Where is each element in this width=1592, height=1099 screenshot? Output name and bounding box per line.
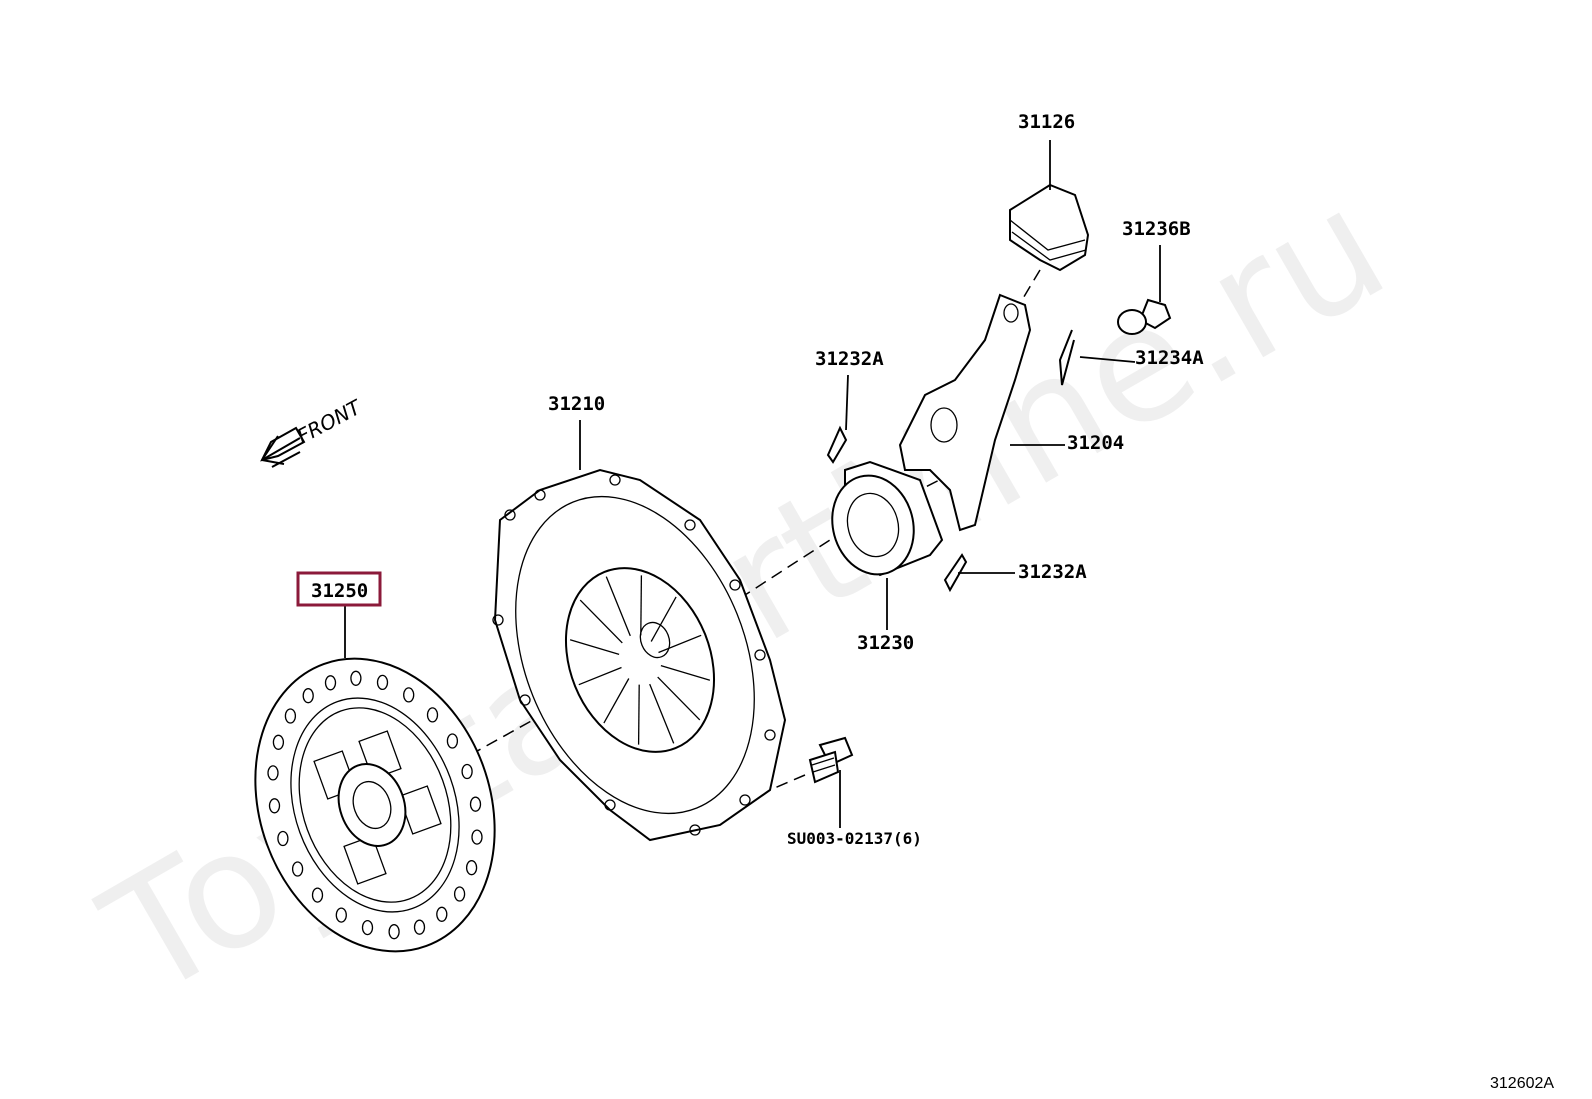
label-31232a-top[interactable]: 31232A xyxy=(815,348,884,370)
label-31250[interactable]: 31250 xyxy=(311,580,368,602)
front-direction-arrow: FRONT xyxy=(260,394,366,468)
clip-31232a-top[interactable] xyxy=(826,425,848,464)
label-31126[interactable]: 31126 xyxy=(1018,111,1075,133)
clip-31232a-bottom[interactable] xyxy=(943,553,968,593)
clutch-cover-31210[interactable] xyxy=(471,461,799,849)
clutch-disc-31250[interactable] xyxy=(216,625,535,986)
label-31232a-bottom[interactable]: 31232A xyxy=(1018,561,1087,583)
highlight-box-31250 xyxy=(296,571,382,607)
bolt-su003[interactable] xyxy=(808,736,854,784)
label-su003-02137[interactable]: SU003-02137(6) xyxy=(787,829,922,848)
spring-31234a[interactable] xyxy=(1058,329,1075,386)
release-bearing-31230[interactable] xyxy=(821,460,944,584)
label-31234a[interactable]: 31234A xyxy=(1135,347,1204,369)
leader-lines xyxy=(344,140,1161,828)
pivot-31236b[interactable] xyxy=(1117,298,1172,335)
label-31230[interactable]: 31230 xyxy=(857,632,914,654)
front-label: FRONT xyxy=(293,394,366,448)
label-31236b[interactable]: 31236B xyxy=(1122,218,1191,240)
label-31204[interactable]: 31204 xyxy=(1067,432,1124,454)
figure-code: 312602A xyxy=(1490,1075,1554,1092)
boot-31126[interactable] xyxy=(1009,183,1090,272)
label-31210[interactable]: 31210 xyxy=(548,393,605,415)
release-fork-31204[interactable] xyxy=(898,293,1032,532)
